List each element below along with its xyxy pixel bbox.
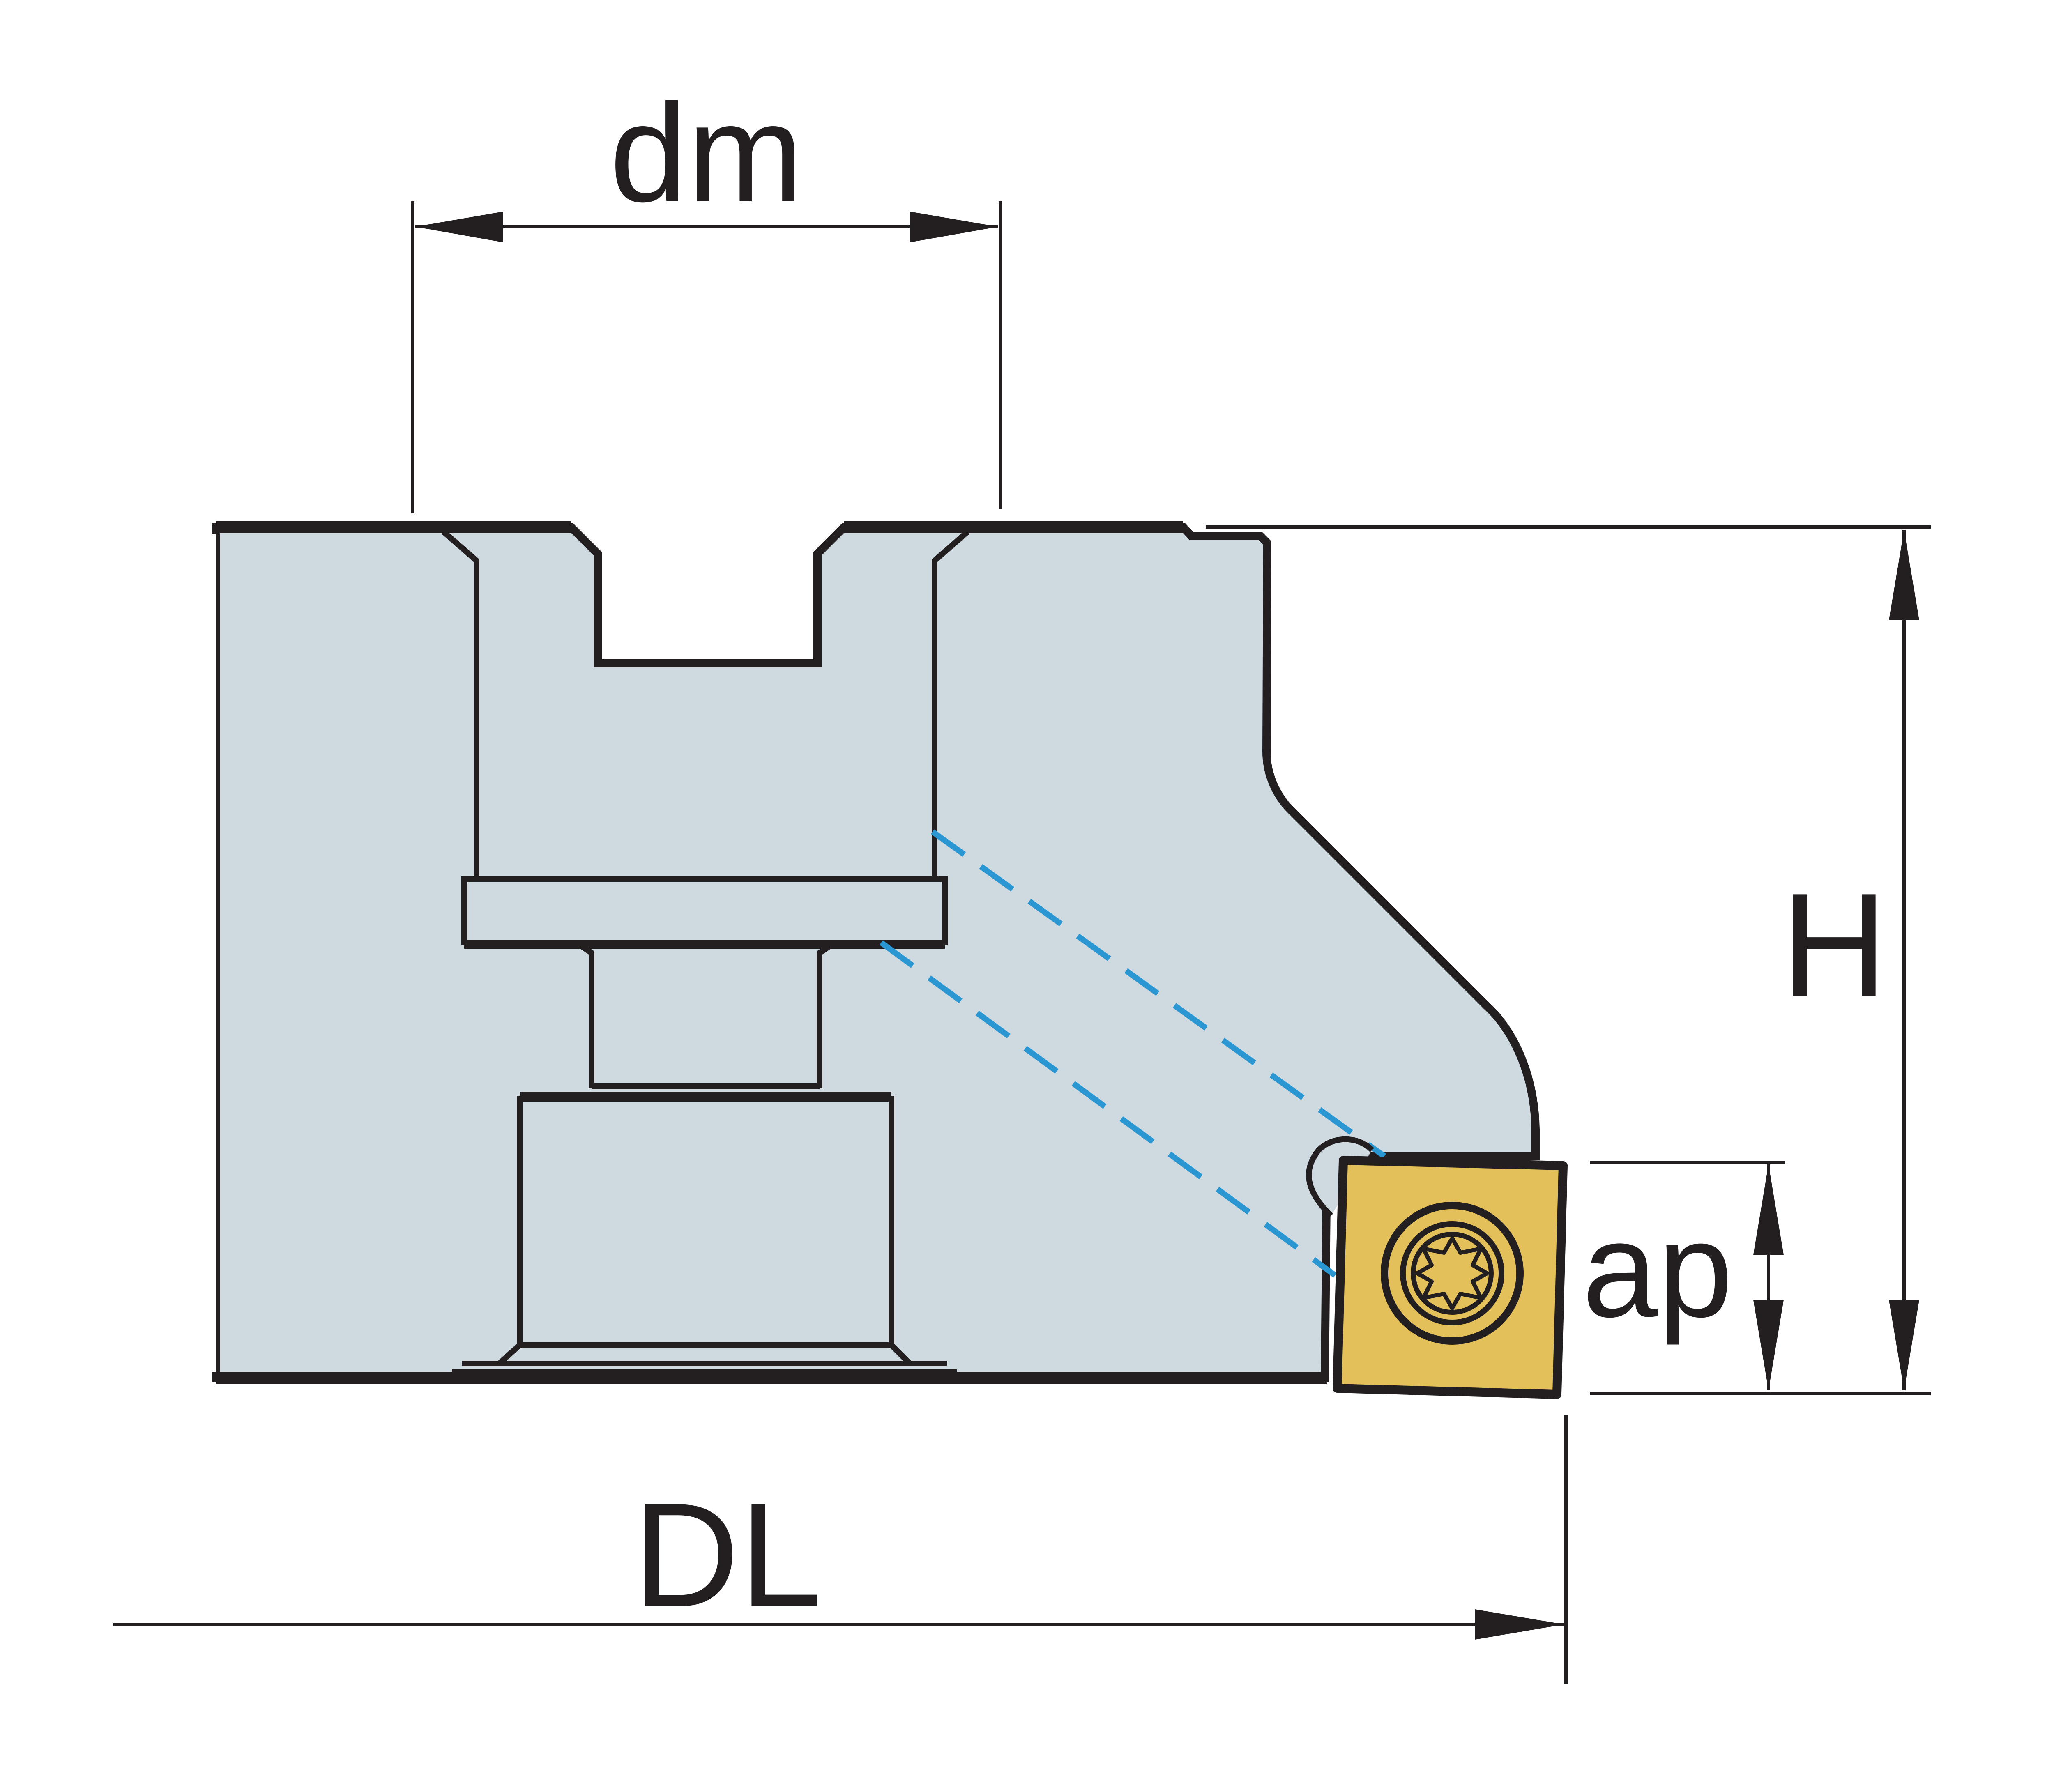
torx-screw-icon (1411, 1232, 1494, 1315)
dim-H (1206, 525, 1931, 1395)
label-ap: ap (1582, 1194, 1733, 1346)
inner-bore (442, 529, 969, 1375)
dim-DL (113, 1415, 1568, 1684)
label-DL: DL (633, 1472, 822, 1638)
body-left-open-edge (207, 534, 216, 1372)
label-H: H (1781, 863, 1888, 1028)
cutting-insert (1333, 1156, 1568, 1399)
dim-ap (1590, 1161, 1785, 1390)
coolant-channels (879, 829, 1386, 1278)
cutter-body (212, 523, 1540, 1382)
label-dm: dm (610, 75, 804, 231)
dim-dm (411, 201, 1002, 513)
